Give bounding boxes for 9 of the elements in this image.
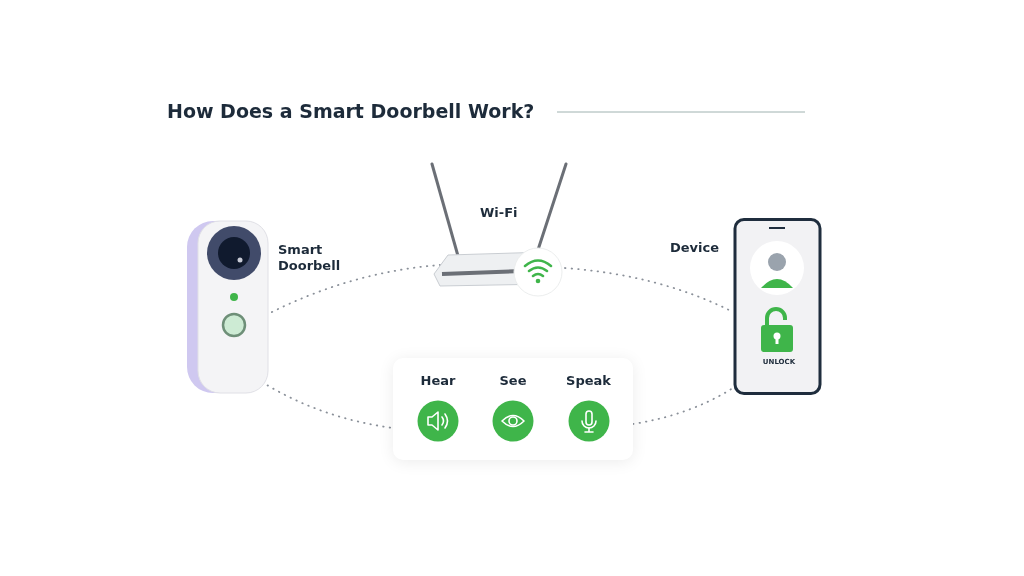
node-label: See [498, 373, 528, 389]
node-label: Smart Doorbell [278, 242, 342, 274]
title: How Does a Smart Doorbell Work? [167, 100, 535, 122]
node-label: Hear [419, 373, 457, 389]
card-background [393, 358, 633, 460]
node-label: Device [670, 240, 721, 256]
dotted-connector [632, 387, 734, 425]
node-label: Wi-Fi [480, 205, 519, 221]
node-label: Speak [565, 373, 612, 389]
